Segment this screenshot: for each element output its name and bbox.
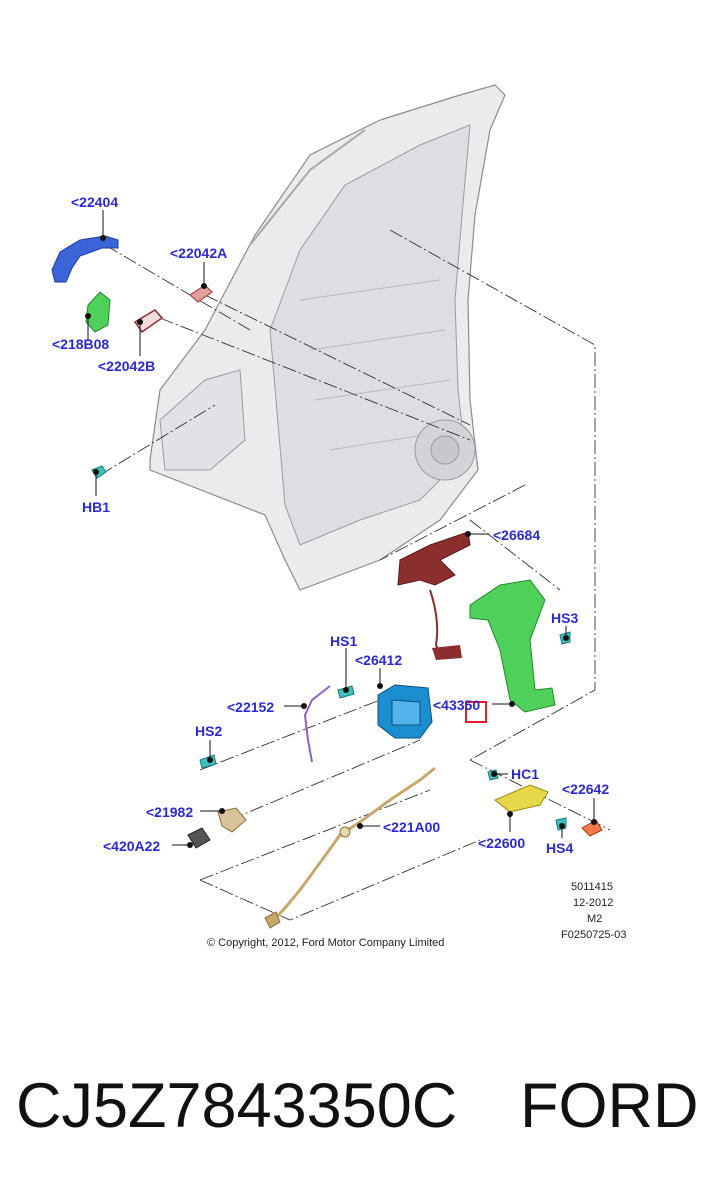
door-latch-43350 [377, 684, 433, 739]
meta-line-2: 12-2012 [573, 897, 614, 909]
highlight-box [465, 701, 487, 723]
label-hc1: HC1 [511, 766, 540, 782]
label-22042a: <22042A [170, 245, 228, 261]
part-number: CJ5Z7843350C [16, 1071, 458, 1141]
label-hs1: HS1 [330, 633, 358, 649]
label-22152: <22152 [227, 699, 275, 715]
brand-name: FORD [520, 1071, 699, 1141]
meta-line-3: M2 [587, 913, 603, 925]
label-21982: <21982 [146, 804, 194, 820]
block-420a22 [187, 827, 211, 849]
callout-leaders [85, 210, 597, 848]
exploded-door-diagram [51, 84, 611, 929]
bracket-22042a [189, 284, 213, 303]
cable-221a00 [264, 766, 436, 929]
door-panel [149, 84, 506, 591]
label-22404: <22404 [71, 194, 119, 210]
label-22642: <22642 [562, 781, 610, 797]
meta-line-1: 5011415 [571, 881, 614, 893]
label-hs4: HS4 [546, 840, 574, 856]
seal-218b08 [85, 291, 111, 333]
label-hs3: HS3 [551, 610, 579, 626]
label-hs2: HS2 [195, 723, 223, 739]
label-26684: <26684 [493, 527, 541, 543]
label-43350: <43350 [433, 697, 481, 713]
label-218b08: <218B08 [52, 336, 110, 352]
outer-handle-part [51, 235, 119, 283]
label-hb1: HB1 [82, 499, 111, 515]
clip-21982 [217, 807, 247, 833]
label-22042b: <22042B [98, 358, 156, 374]
label-221a00: <221A00 [383, 819, 441, 835]
lock-bracket [469, 579, 556, 713]
label-22600: <22600 [478, 835, 526, 851]
rod-22152 [303, 685, 331, 763]
cover-22600 [494, 784, 549, 813]
label-420a22: <420A22 [103, 838, 161, 854]
meta-line-4: F0250725-03 [561, 929, 627, 941]
harness-26684 [397, 531, 471, 660]
label-26412: <26412 [355, 652, 403, 668]
copyright-text: © Copyright, 2012, Ford Motor Company Li… [207, 937, 445, 949]
